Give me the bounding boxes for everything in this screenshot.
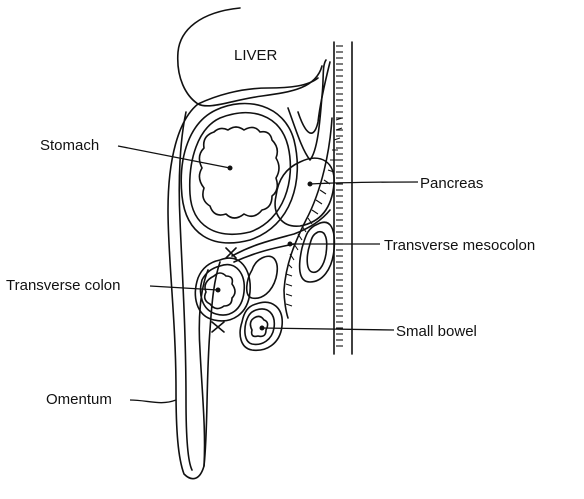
- transverse-mesocolon: [226, 210, 330, 262]
- bowel-loop: [247, 256, 278, 298]
- label-transverse-mesocolon: Transverse mesocolon: [384, 237, 535, 254]
- label-liver: LIVER: [234, 47, 278, 64]
- label-transverse-colon: Transverse colon: [6, 277, 121, 294]
- spine: [334, 42, 352, 354]
- label-pancreas: Pancreas: [420, 175, 483, 192]
- omentum-outline: [168, 104, 220, 479]
- stomach: [181, 103, 297, 242]
- kidney: [300, 222, 335, 282]
- label-stomach: Stomach: [40, 137, 99, 154]
- label-small-bowel: Small bowel: [396, 323, 477, 340]
- label-omentum: Omentum: [46, 391, 112, 408]
- lesser-sac: [288, 60, 330, 160]
- leader-lines: [118, 146, 418, 403]
